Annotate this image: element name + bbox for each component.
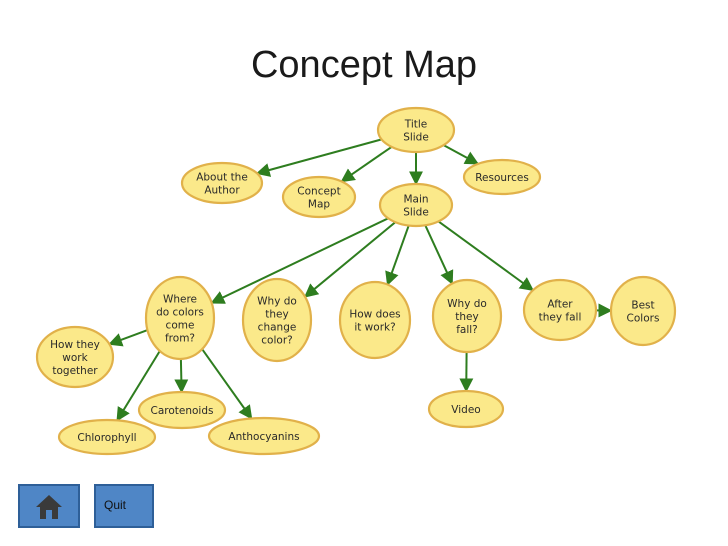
node-label-line: fall? [456,324,478,336]
arrow-main-slide-to-why-change [303,221,396,298]
node-ellipse [281,175,357,219]
node-label-line: Video [451,404,480,416]
node-label-line: Chlorophyll [77,432,136,444]
node-ellipse [338,280,412,360]
arrow-where-colors-to-how-together [108,329,148,347]
home-icon [36,495,62,519]
node-label-line: How does [349,309,400,321]
arrow-where-colors-to-carotenoids [174,358,189,394]
node-ellipse [241,277,313,363]
node-ellipse [35,325,115,389]
arrow-main-slide-to-after-fall [437,220,535,292]
node-label-line: Main [403,194,428,206]
node-label-line: Title [404,119,428,131]
node-chlorophyll[interactable]: Chlorophyll [57,418,157,456]
node-label-line: Carotenoids [151,405,214,417]
node-label-line: How they [50,339,100,351]
node-label-line: change [258,322,297,334]
node-ellipse [609,275,677,347]
node-ellipse [431,278,503,354]
arrow-title-slide-to-resources [443,144,480,165]
node-label-line: Author [204,185,240,197]
node-label-line: Concept [297,186,340,198]
node-ellipse [144,275,216,361]
node-label-line: Where [163,294,197,306]
node-ellipse [376,106,456,154]
node-video[interactable]: Video [427,389,505,429]
node-label-line: they [265,309,288,321]
page-title: Concept Map [250,44,477,86]
node-label-line: it work? [354,322,395,334]
node-label-line: Resources [475,172,529,184]
quit-label: Quit [104,498,127,512]
node-label-line: they [455,311,478,323]
node-carotenoids[interactable]: Carotenoids [137,390,227,430]
node-ellipse [180,161,264,205]
node-label-line: Anthocyanins [228,431,299,443]
node-ellipse [57,418,157,456]
node-ellipse [522,278,598,342]
node-label-line: color? [261,335,292,347]
home-button[interactable] [18,484,80,528]
node-label-line: work [62,352,88,364]
node-label-line: Why do [447,298,487,310]
node-label-line: Colors [627,313,660,325]
arrow-where-colors-to-anthocyanins [201,348,253,420]
node-label-line: they fall [539,312,582,324]
node-ellipse [137,390,227,430]
arrow-title-slide-to-concept-map [340,146,393,183]
arrow-title-slide-to-about-author [255,138,382,177]
node-label-line: do colors [156,307,204,319]
arrow-main-slide-to-where-colors [210,217,389,304]
node-label-line: Why do [257,296,297,308]
node-label-line: from? [165,333,195,345]
node-label-line: come [166,320,195,332]
arrow-main-slide-to-how-work [385,225,410,286]
node-label-line: Slide [403,132,429,144]
arrow-main-slide-to-why-fall [424,224,454,285]
node-resources[interactable]: Resources [462,158,542,196]
node-label-line: together [52,365,98,377]
arrow-where-colors-to-chlorophyll [116,350,161,422]
node-ellipse [207,416,321,456]
node-label-line: Slide [403,207,429,219]
node-label-line: After [547,299,573,311]
quit-button[interactable]: Quit [94,484,154,528]
node-ellipse [427,389,505,429]
node-label-line: Map [308,199,330,211]
node-label-line: Best [631,300,654,312]
node-ellipse [462,158,542,196]
node-ellipse [378,182,454,228]
node-anthocyanins[interactable]: Anthocyanins [207,416,321,456]
node-label-line: About the [196,172,248,184]
